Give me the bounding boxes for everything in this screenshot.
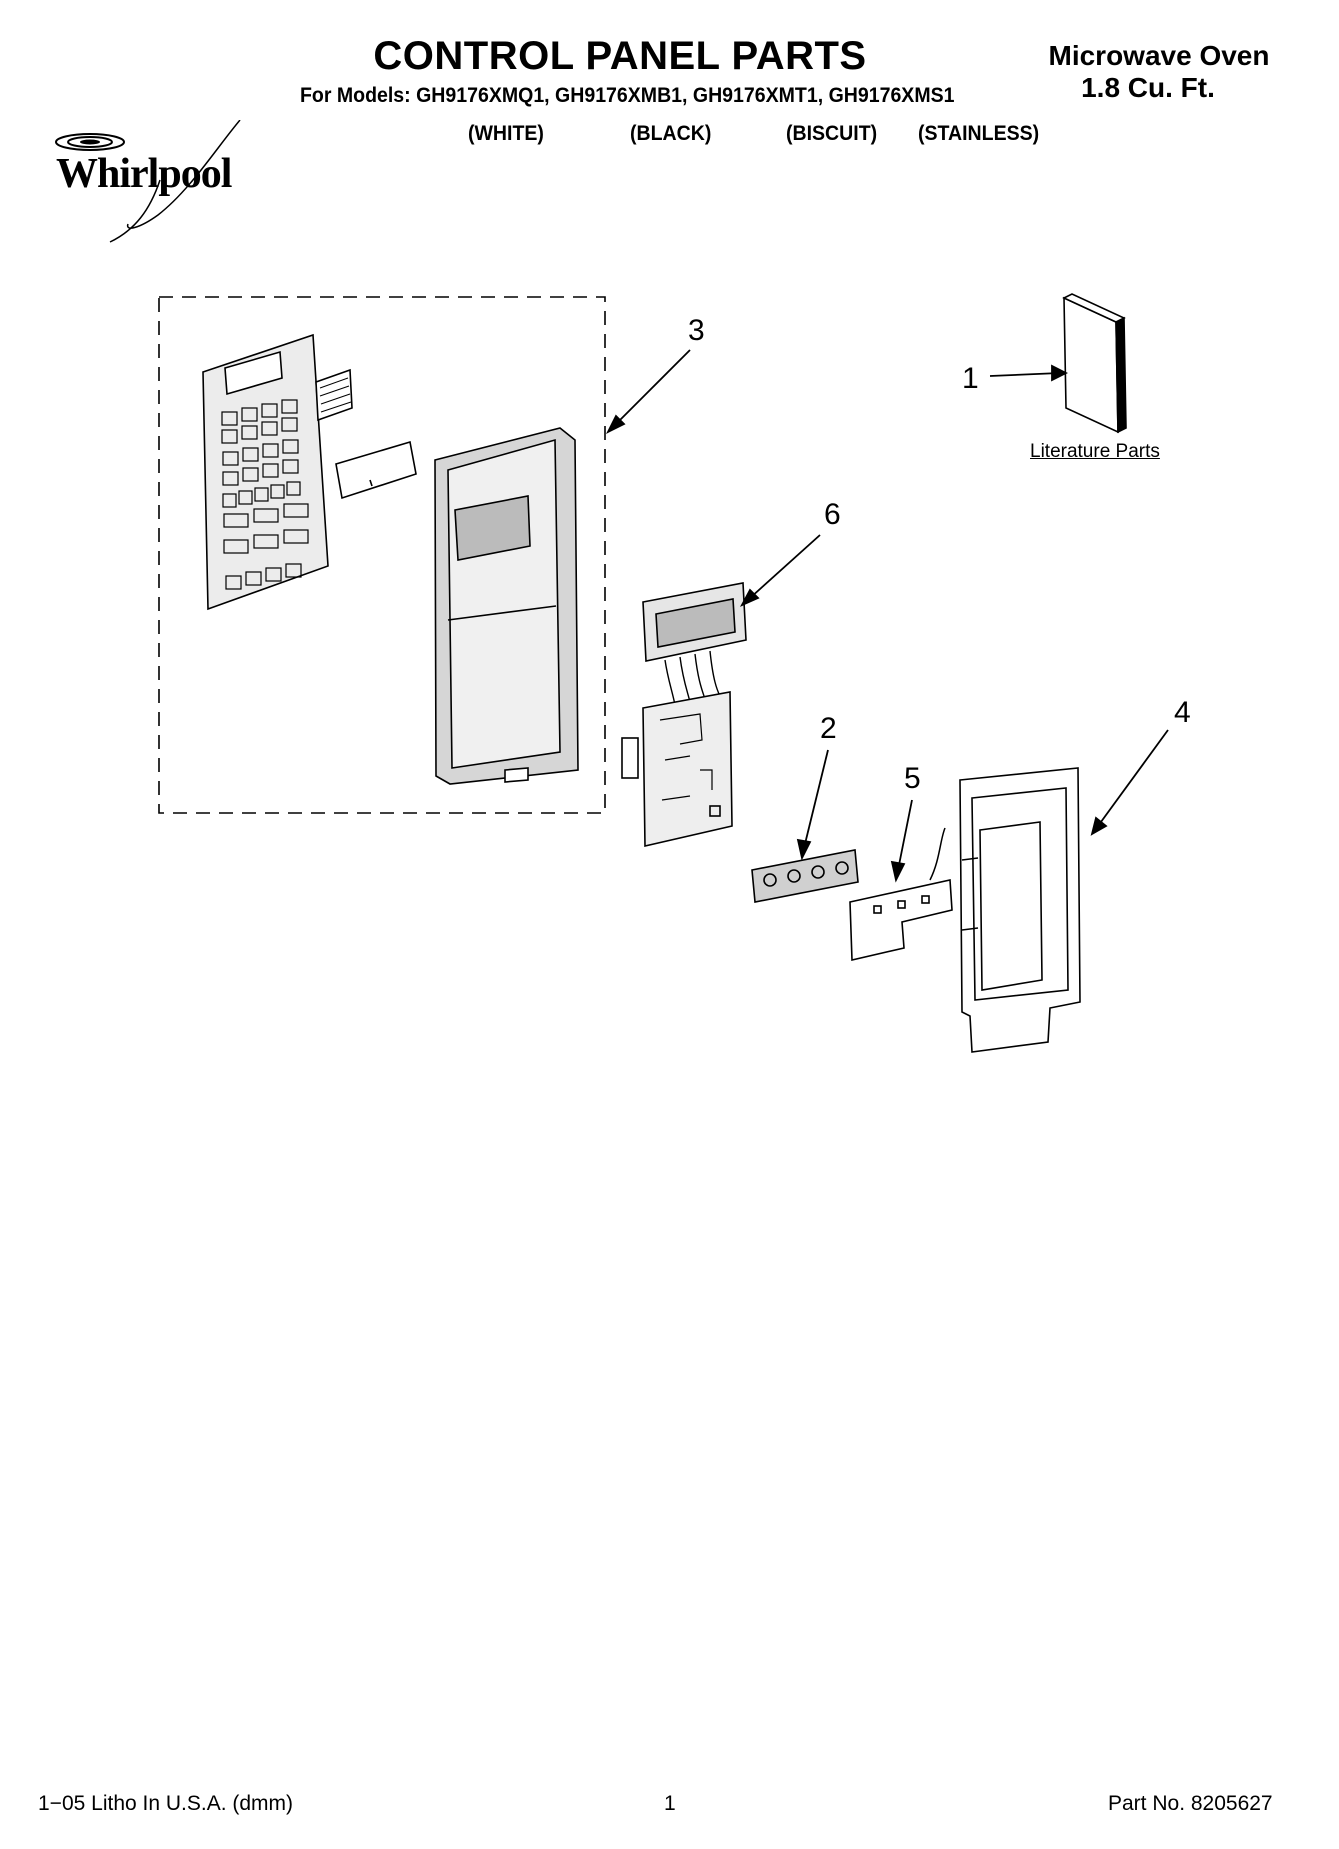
variant-white: (WHITE): [468, 122, 544, 145]
footer-part-number: Part No. 8205627: [1108, 1792, 1273, 1815]
literature-book: [1062, 293, 1127, 434]
page-title: CONTROL PANEL PARTS: [373, 34, 867, 78]
control-panel-frame: [434, 427, 579, 785]
variant-black: (BLACK): [630, 122, 712, 145]
footer-page-number: 1: [664, 1792, 676, 1815]
whirlpool-logo-text: Whirlpool: [56, 151, 232, 197]
assembly-boundary: [158, 296, 606, 814]
keypad-membrane: [202, 333, 329, 611]
whirlpool-swirl-icon: [55, 119, 241, 243]
whirlpool-logo: Whirlpool: [40, 119, 270, 250]
door-switch-assembly: [751, 849, 859, 903]
callout-5: 5: [904, 762, 921, 795]
display-window: [335, 440, 417, 500]
display-board: [642, 582, 747, 706]
product-size: 1.8 Cu. Ft.: [1081, 72, 1215, 103]
variant-biscuit: (BISCUIT): [786, 122, 878, 145]
main-control-board: [621, 691, 733, 848]
switch-bracket-plate: [849, 827, 953, 961]
control-mounting-frame: [959, 767, 1081, 1053]
models-line: For Models: GH9176XMQ1, GH9176XMB1, GH91…: [300, 84, 955, 107]
variant-stainless: (STAINLESS): [918, 122, 1040, 145]
literature-parts-label: Literature Parts: [1030, 441, 1160, 462]
callout-1: 1: [962, 362, 979, 395]
callout-2: 2: [820, 712, 837, 745]
product-name: Microwave Oven: [1048, 40, 1270, 71]
callout-3: 3: [688, 314, 705, 347]
leader-lines: [605, 349, 1169, 883]
callout-4: 4: [1174, 696, 1191, 729]
hatched-insert: [315, 368, 353, 422]
footer-litho: 1−05 Litho In U.S.A. (dmm): [38, 1792, 294, 1815]
callout-6: 6: [824, 498, 841, 531]
